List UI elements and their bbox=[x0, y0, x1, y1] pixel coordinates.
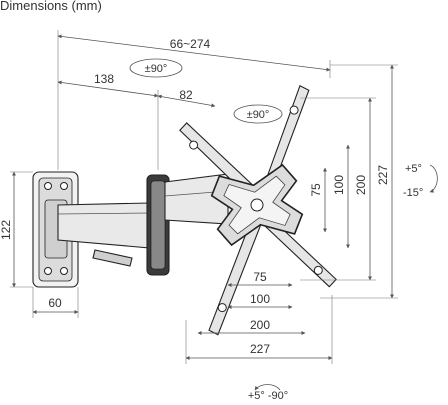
swivel-arc-icon bbox=[254, 384, 281, 391]
dim-label-82: 82 bbox=[179, 88, 193, 102]
label-tilt-up: +5° bbox=[405, 163, 422, 175]
dim-label-138: 138 bbox=[94, 72, 114, 86]
dim-label-h100: 100 bbox=[250, 292, 270, 306]
vesa-plate bbox=[179, 84, 337, 336]
label-swivel: +5° -90° bbox=[248, 390, 288, 400]
dim-label-h227: 227 bbox=[250, 342, 270, 356]
dim-label-v200: 200 bbox=[354, 175, 368, 195]
dim-label-v227: 227 bbox=[376, 165, 390, 185]
dim-label-h75: 75 bbox=[253, 270, 267, 284]
diagram-title: Dimensions (mm) bbox=[0, 0, 102, 13]
plate-rotation-icon bbox=[233, 104, 283, 124]
label-arm-swivel: ±90° bbox=[145, 63, 168, 75]
dim-label-60: 60 bbox=[48, 296, 62, 310]
label-tilt-down: -15° bbox=[403, 187, 423, 199]
arm-swivel-icon bbox=[129, 58, 183, 78]
dim-label-h200: 200 bbox=[250, 318, 270, 332]
tilt-arc-icon bbox=[429, 164, 438, 193]
swing-arm bbox=[57, 173, 229, 276]
dim-label-v75: 75 bbox=[309, 183, 323, 197]
label-plate-rotation: ±90° bbox=[247, 109, 270, 121]
dim-label-v100: 100 bbox=[332, 175, 346, 195]
dim-label-overall: 66~274 bbox=[170, 37, 211, 51]
dim-label-122: 122 bbox=[0, 220, 13, 240]
